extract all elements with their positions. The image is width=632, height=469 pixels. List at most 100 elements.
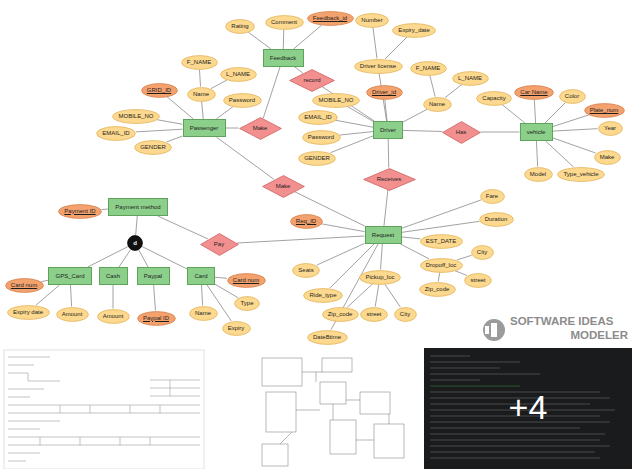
attribute-name: Seats bbox=[298, 267, 313, 274]
ellipse-shape bbox=[97, 309, 129, 323]
connector-line bbox=[263, 67, 280, 118]
ellipse-shape bbox=[141, 83, 177, 97]
ellipse-shape bbox=[7, 305, 49, 319]
connector-line bbox=[202, 101, 204, 119]
attribute-ellipse: Name bbox=[189, 306, 218, 321]
connector-line bbox=[142, 247, 187, 269]
connector-line bbox=[294, 25, 322, 49]
ellipse-shape bbox=[515, 85, 554, 99]
entity-box: vehicle bbox=[520, 123, 553, 141]
connector-line bbox=[295, 67, 303, 73]
attribute-ellipse: Password bbox=[302, 130, 341, 145]
attribute-name: EMAIL_ID bbox=[304, 114, 331, 121]
connector-line bbox=[216, 107, 233, 119]
key-attribute-name: Card num bbox=[233, 277, 259, 284]
entity-box: Card bbox=[187, 267, 215, 285]
attribute-ellipse: Expiry_date bbox=[392, 23, 436, 38]
entity-box: Payment method bbox=[108, 198, 168, 216]
entity-name: Paypal bbox=[144, 273, 162, 280]
attribute-ellipse: street bbox=[464, 273, 492, 288]
ellipse-shape bbox=[366, 85, 402, 99]
ellipse-shape bbox=[419, 282, 455, 296]
attribute-name: Comment bbox=[271, 19, 297, 26]
watermark-text: SOFTWARE IDEAS bbox=[510, 315, 614, 327]
logo-mark bbox=[491, 323, 497, 337]
ellipse-shape bbox=[393, 23, 436, 37]
connector-line bbox=[41, 280, 48, 281]
attribute-ellipse: Zip_code bbox=[322, 307, 359, 322]
key-attribute-ellipse: GRID_ID bbox=[141, 83, 178, 98]
entity-name: GPS_Card bbox=[55, 273, 84, 280]
connector-line bbox=[385, 99, 387, 121]
ellipse-shape bbox=[97, 126, 136, 140]
attribute-name: Ride_type bbox=[309, 292, 336, 299]
diamond-shape bbox=[442, 121, 480, 143]
attribute-ellipse: Year bbox=[598, 121, 623, 136]
attribute-ellipse: Number bbox=[355, 13, 389, 28]
connector-line bbox=[294, 191, 364, 226]
ellipse-shape bbox=[465, 273, 492, 287]
connector-line bbox=[457, 255, 472, 260]
attribute-name: F_NAME bbox=[416, 65, 440, 72]
attribute-ellipse: F_NAME bbox=[181, 55, 218, 70]
attribute-name: Rating bbox=[231, 23, 248, 30]
ellipse-shape bbox=[226, 19, 255, 33]
key-attribute-name: Req_ID bbox=[296, 218, 316, 225]
thumbnail-lines bbox=[8, 357, 200, 461]
attribute-name: Name bbox=[193, 91, 209, 98]
connector-line bbox=[430, 75, 435, 96]
attribute-name: Amount bbox=[62, 311, 83, 318]
ellipse-shape bbox=[423, 97, 451, 111]
relationship-diamond: Make bbox=[262, 175, 305, 198]
entity-box: GPS_Card bbox=[48, 267, 92, 285]
diamond-shape bbox=[239, 117, 281, 139]
attribute-name: DateBtime bbox=[313, 334, 341, 341]
entity-box: Passenger bbox=[183, 119, 226, 137]
connector-line bbox=[139, 250, 148, 267]
entity-name: Request bbox=[372, 232, 394, 239]
specialization-mark: d bbox=[133, 240, 137, 247]
circle-shape bbox=[128, 236, 143, 251]
ellipse-shape bbox=[227, 273, 265, 287]
connector-line bbox=[403, 109, 427, 122]
attribute-name: Expiry bbox=[228, 325, 245, 332]
attribute-ellipse: Model bbox=[524, 167, 553, 182]
attribute-ellipse: Ride_type bbox=[303, 288, 343, 303]
connector-line bbox=[385, 284, 400, 307]
attribute-name: City bbox=[400, 311, 410, 318]
ellipse-shape bbox=[322, 307, 358, 321]
ellipse-shape bbox=[354, 59, 402, 73]
connector-line bbox=[536, 141, 537, 167]
key-attribute-ellipse: Card num bbox=[5, 278, 44, 293]
thumbnail-dark bbox=[424, 348, 632, 469]
thumbnail-box bbox=[322, 358, 352, 372]
ellipse-shape bbox=[223, 93, 261, 107]
ellipse-shape bbox=[299, 110, 338, 124]
attribute-name: Password bbox=[229, 97, 255, 104]
connector-line bbox=[154, 285, 156, 311]
logo-circle bbox=[483, 319, 505, 341]
attribute-name: Driver license bbox=[360, 63, 396, 70]
relationship-name: Has bbox=[456, 129, 467, 136]
connector-line bbox=[157, 120, 183, 125]
thumbnail-box bbox=[374, 424, 404, 458]
key-attribute-ellipse: Driver_id bbox=[366, 85, 403, 100]
connector-line bbox=[534, 99, 535, 123]
attribute-name: Name bbox=[195, 310, 211, 317]
ellipse-shape bbox=[584, 103, 624, 117]
entity-box: Cash bbox=[99, 267, 128, 285]
attribute-name: Number bbox=[361, 17, 382, 24]
entity-box: Feedback bbox=[263, 49, 304, 67]
attribute-name: Name bbox=[429, 101, 445, 108]
ellipse-shape bbox=[5, 278, 43, 292]
attribute-name: Dropoff_loc bbox=[426, 262, 457, 269]
attribute-ellipse: Capacity bbox=[476, 91, 512, 106]
logo-mark bbox=[485, 326, 489, 334]
attribute-name: EMAIL_ID bbox=[102, 130, 129, 137]
thumbnail-box bbox=[330, 420, 356, 454]
attribute-name: street bbox=[366, 311, 381, 318]
attribute-name: Year bbox=[604, 125, 616, 132]
relationship-name: Pay bbox=[214, 241, 224, 248]
relationship-name: Make bbox=[253, 125, 268, 132]
connector-line bbox=[381, 244, 383, 270]
